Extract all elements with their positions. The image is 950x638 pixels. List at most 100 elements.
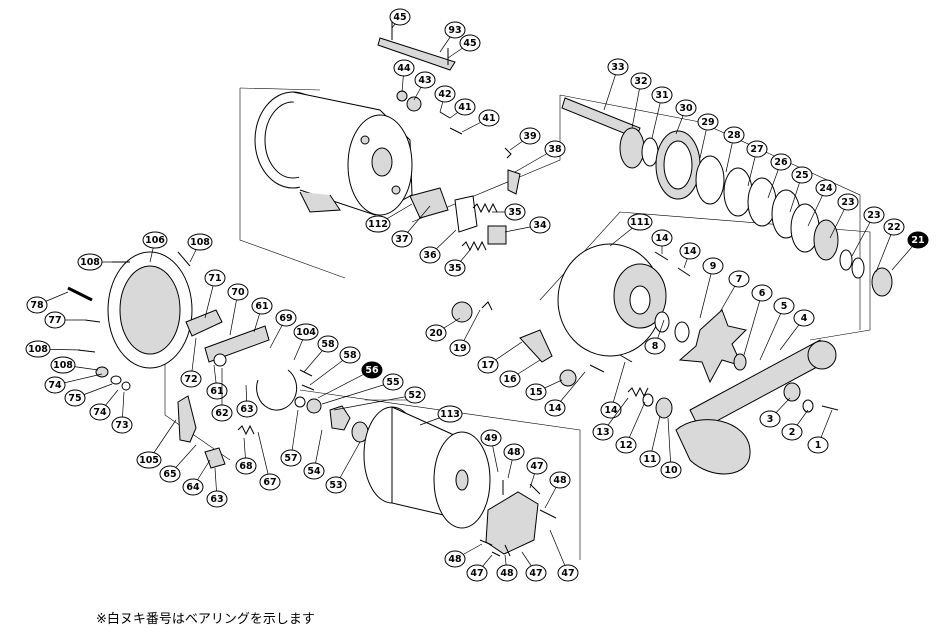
callout-number: 21: [911, 235, 924, 246]
callout: 106: [142, 231, 168, 263]
callout-number: 45: [393, 12, 406, 23]
callout: 57: [280, 409, 302, 467]
screw: [177, 251, 191, 267]
callout-bubble: [837, 193, 859, 211]
callout-bubble: [259, 473, 281, 491]
callout-number: 14: [548, 403, 562, 414]
callout-number: 12: [619, 440, 632, 451]
callout-bubble: [791, 166, 813, 184]
callout: 14: [544, 371, 586, 417]
callout-number: 78: [30, 300, 44, 311]
lever: [177, 395, 197, 443]
callout-bearing: 21: [891, 231, 929, 271]
callout-bubble: [44, 311, 66, 329]
clip: [504, 147, 512, 159]
callout-number: 25: [795, 170, 808, 181]
screw: [529, 483, 541, 495]
callout-bubble: [437, 405, 463, 423]
callout-number: 15: [529, 387, 542, 398]
callout-number: 77: [48, 315, 61, 326]
callout-number: 41: [482, 113, 495, 124]
callout: 34: [504, 216, 551, 234]
callout: 6: [743, 284, 773, 356]
callout: 7: [719, 270, 750, 313]
callout-number: 28: [727, 130, 741, 141]
screw: [677, 267, 691, 277]
callout: 104: [293, 323, 319, 361]
callout-bubble: [454, 98, 476, 116]
callout: 4: [779, 309, 815, 351]
link-plate: [204, 325, 270, 363]
callout-bubble: [544, 399, 566, 417]
callout: 64: [182, 459, 211, 496]
callout-number: 35: [508, 207, 521, 218]
callout: 111: [609, 213, 653, 247]
callout-bubble: [651, 229, 673, 247]
callout-bubble: [280, 449, 302, 467]
callout-bubble: [526, 457, 548, 475]
callout-bubble: [419, 246, 441, 264]
callout-number: 47: [529, 568, 542, 579]
screw: [491, 551, 501, 557]
handle-nut: [802, 399, 814, 413]
callout-number: 108: [80, 257, 100, 268]
callout-number: 53: [329, 480, 342, 491]
callout: 77: [44, 311, 85, 329]
callout-number: 47: [561, 568, 574, 579]
pin: [67, 286, 93, 302]
callout: 35: [444, 249, 471, 277]
callout-number: 58: [321, 339, 335, 350]
handle-arm: [675, 339, 837, 475]
callout: 36: [419, 229, 457, 264]
bearing-footnote: ※白ヌキ番号はベアリングを示します: [96, 612, 315, 627]
callout-number: 16: [503, 374, 517, 385]
callout-number: 23: [841, 197, 854, 208]
callout-bubble: [746, 140, 768, 158]
callout-bubble: [235, 457, 257, 475]
lever: [519, 329, 553, 363]
callout-number: 19: [453, 343, 466, 354]
callout-bubble: [25, 340, 51, 358]
callout: 93: [439, 21, 466, 53]
callout-bubble: [728, 270, 750, 288]
callout-bubble: [434, 85, 456, 103]
screw: [449, 127, 463, 135]
callout-number: 54: [307, 466, 321, 477]
callout-number: 13: [596, 427, 609, 438]
callout-number: 37: [395, 234, 408, 245]
callout-number: 35: [448, 263, 461, 274]
callout: 49: [480, 429, 502, 473]
callout-number: 56: [365, 365, 379, 376]
callout: 48: [496, 554, 518, 582]
callout-bubble: [675, 99, 697, 117]
callout-number: 36: [423, 250, 437, 261]
callout-bubble: [770, 153, 792, 171]
screw: [539, 509, 557, 519]
callout-number: 48: [553, 475, 567, 486]
lever: [507, 169, 521, 195]
click-ring: [256, 369, 298, 411]
callout: 53: [325, 441, 361, 494]
callout: 105: [136, 419, 177, 469]
callout-number: 104: [296, 327, 316, 338]
callout-bubble: [781, 423, 803, 441]
callout-number: 14: [683, 246, 697, 257]
callout-bubble: [697, 113, 719, 131]
callout: 12: [615, 401, 646, 454]
cap: [559, 369, 577, 387]
callout-number: 61: [255, 301, 268, 312]
callout: 112: [365, 203, 413, 233]
bearing-sleeve: [733, 353, 747, 371]
callout-bearing: 56: [317, 361, 383, 399]
callout-number: 6: [759, 288, 766, 299]
plate: [409, 187, 449, 219]
callout-number: 108: [190, 237, 210, 248]
callout-bubble: [365, 215, 391, 233]
callout-number: 71: [208, 273, 221, 284]
callout: 68: [235, 437, 257, 475]
callout-bubble: [206, 490, 228, 508]
callout-bubble: [679, 242, 701, 260]
callout-bubble: [496, 564, 518, 582]
callout: 5: [759, 297, 795, 361]
callout: 52: [333, 386, 426, 411]
